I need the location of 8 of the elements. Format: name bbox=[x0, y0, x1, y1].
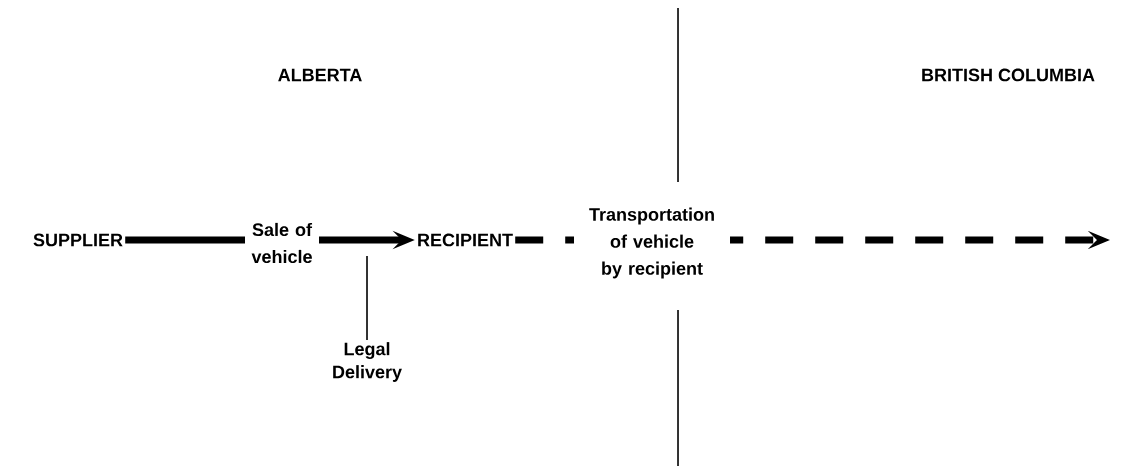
node-label: Legal Delivery bbox=[333, 342, 402, 382]
region-label: BRITISH COLUMBIA bbox=[922, 68, 1095, 82]
node-label: SUPPLIER bbox=[33, 233, 123, 247]
edge-label: Transportation of vehicle by recipient bbox=[574, 204, 730, 282]
leader-line bbox=[366, 255, 368, 341]
node-label: RECIPIENT bbox=[418, 233, 513, 247]
region-label: ALBERTA bbox=[278, 68, 362, 82]
edge-label: Sale of vehicle bbox=[245, 219, 319, 267]
